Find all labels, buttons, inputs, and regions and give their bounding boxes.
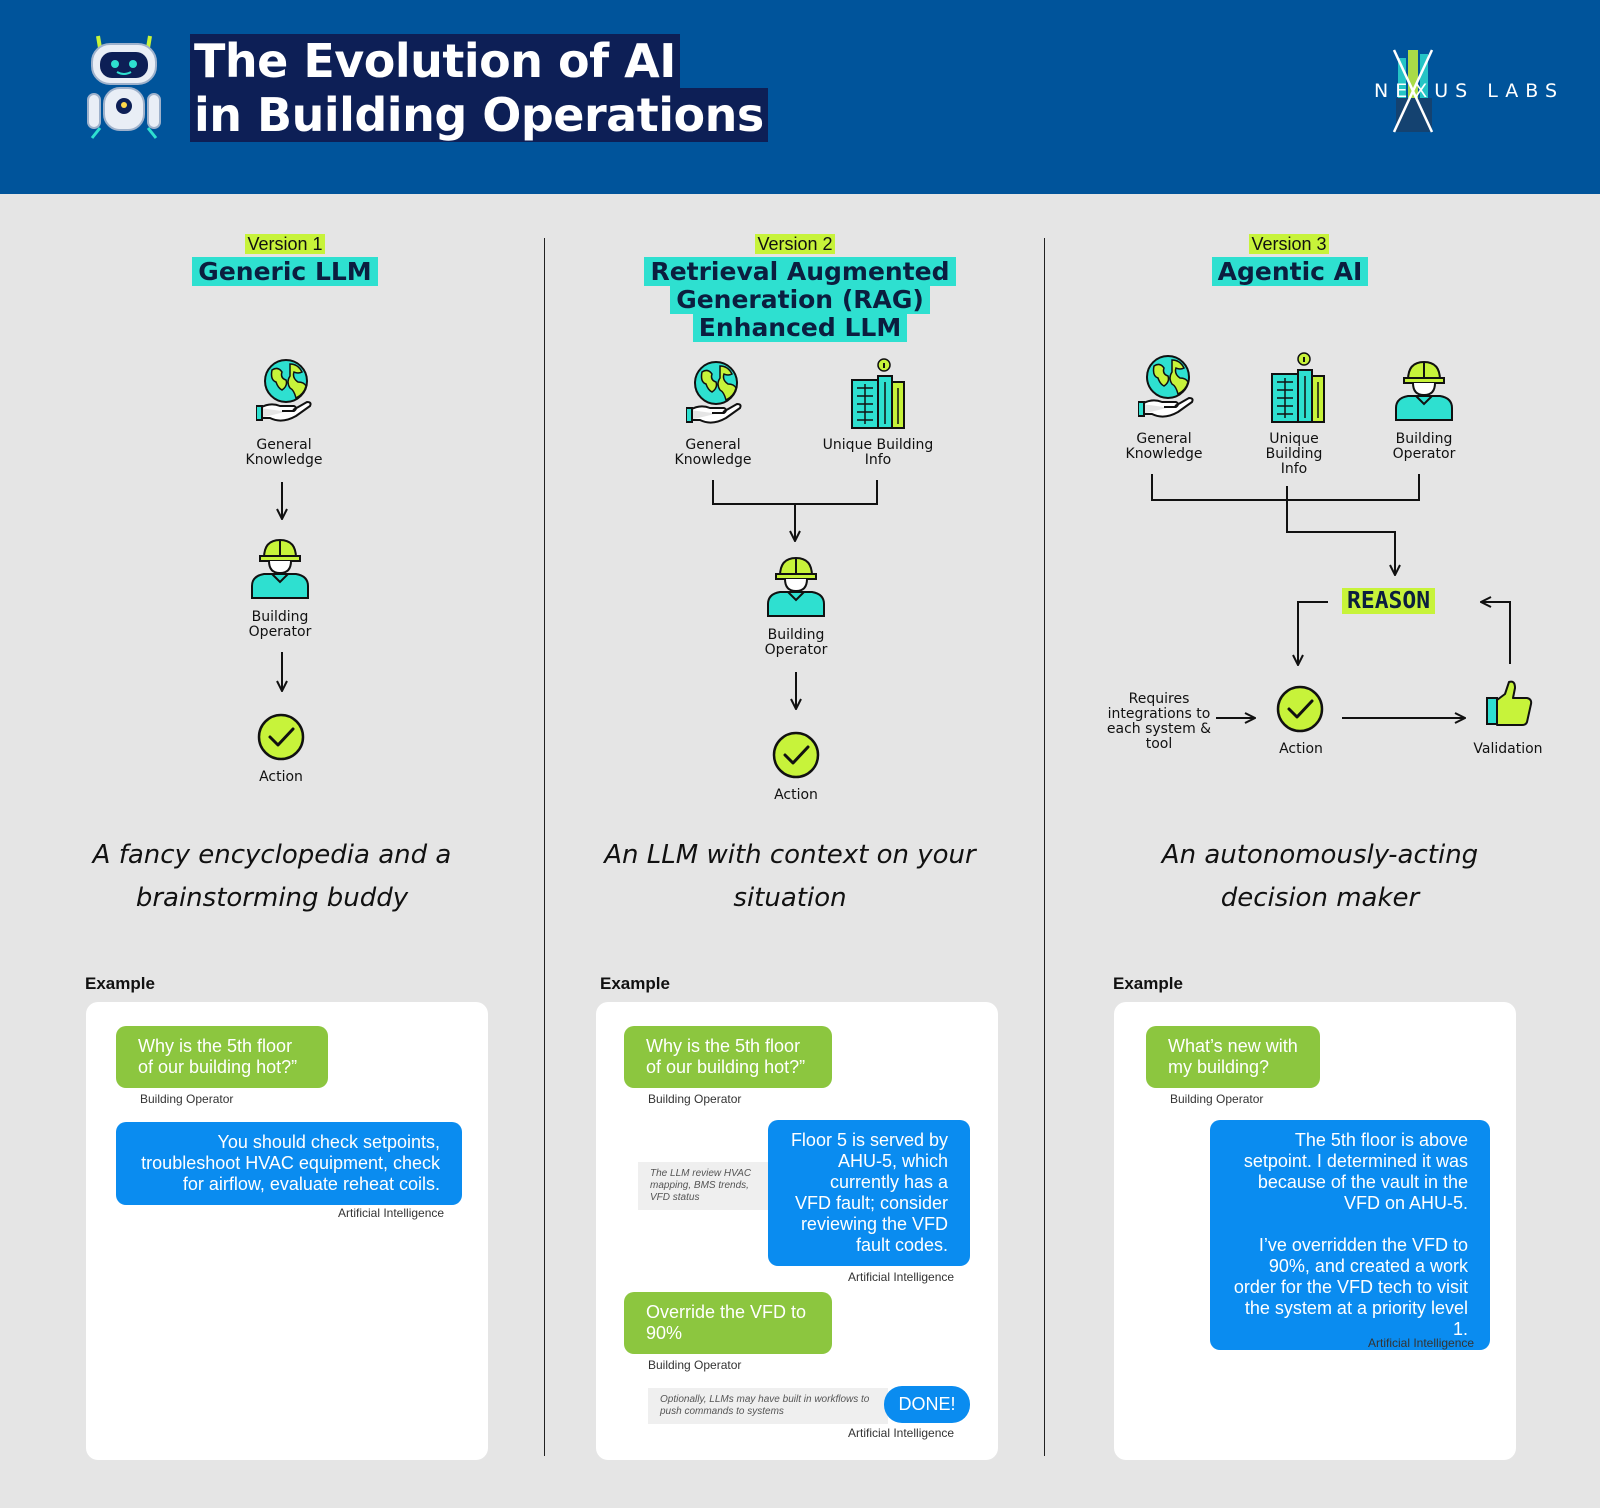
column-tagline: A fancy encyclopedia and a brainstorming… bbox=[92, 840, 452, 913]
building-info-icon bbox=[1268, 352, 1328, 424]
ai-message: DONE! bbox=[884, 1386, 970, 1423]
column-title: Retrieval Augmented Generation (RAG) Enh… bbox=[600, 257, 1000, 342]
example-label: Example bbox=[600, 974, 670, 993]
column-tagline: An LLM with context on your situation bbox=[604, 840, 976, 913]
header-banner: The Evolution of AI in Building Operatio… bbox=[0, 0, 1600, 194]
ai-message: The 5th floor is above setpoint. I deter… bbox=[1210, 1120, 1490, 1350]
globe-hand-icon bbox=[256, 356, 316, 426]
column-divider bbox=[1044, 238, 1045, 1456]
logo-text: NEXUS LABS bbox=[1374, 80, 1565, 102]
operator-message: Why is the 5th floor of our building hot… bbox=[116, 1026, 328, 1088]
building-operator-icon bbox=[766, 552, 826, 618]
example-label: Example bbox=[85, 974, 155, 993]
version-label: Version 1 bbox=[245, 234, 325, 254]
sender-label: Building Operator bbox=[1170, 1092, 1264, 1106]
node-label-general-knowledge: General Knowledge bbox=[1125, 431, 1203, 462]
node-label-building-operator: Building Operator bbox=[1392, 431, 1456, 462]
example-label: Example bbox=[1113, 974, 1183, 993]
building-operator-icon bbox=[1394, 356, 1454, 422]
process-note: The LLM review HVAC mapping, BMS trends,… bbox=[638, 1162, 778, 1210]
robot-icon bbox=[87, 35, 161, 139]
node-label-building-operator: Building Operator bbox=[248, 609, 312, 640]
node-label-general-knowledge: General Knowledge bbox=[674, 437, 752, 468]
reason-label: REASON bbox=[1342, 588, 1436, 614]
check-circle-icon bbox=[771, 730, 821, 780]
version-label: Version 3 bbox=[1249, 234, 1329, 254]
globe-hand-icon bbox=[686, 358, 746, 428]
example-chat-card: Why is the 5th floor of our building hot… bbox=[86, 1002, 488, 1460]
title-line-1: The Evolution of AI bbox=[190, 34, 680, 88]
integrations-note: Requires integrations to each system & t… bbox=[1106, 691, 1212, 752]
building-info-icon bbox=[848, 358, 908, 430]
sender-label: Artificial Intelligence bbox=[338, 1206, 445, 1220]
node-label-unique-building-info: Unique Building Info bbox=[1265, 431, 1323, 477]
ai-message-paragraph: I’ve overridden the VFD to 90%, and crea… bbox=[1233, 1235, 1468, 1339]
column-title: Generic LLM bbox=[160, 257, 410, 286]
operator-message: Why is the 5th floor of our building hot… bbox=[624, 1026, 832, 1088]
ai-message: Floor 5 is served by AHU-5, which curren… bbox=[768, 1120, 970, 1266]
check-circle-icon bbox=[1275, 684, 1325, 734]
example-chat-card: Why is the 5th floor of our building hot… bbox=[596, 1002, 998, 1460]
node-label-action: Action bbox=[259, 769, 303, 785]
globe-hand-icon bbox=[1138, 352, 1198, 422]
node-label-action: Action bbox=[774, 787, 818, 803]
node-label-action: Action bbox=[1279, 741, 1323, 757]
sender-label: Building Operator bbox=[140, 1092, 234, 1106]
node-label-general-knowledge: General Knowledge bbox=[245, 437, 323, 468]
check-circle-icon bbox=[256, 712, 306, 762]
operator-message: Override the VFD to 90% bbox=[624, 1292, 832, 1354]
column-title: Agentic AI bbox=[1180, 257, 1400, 286]
node-label-validation: Validation bbox=[1473, 741, 1543, 757]
thumbs-up-icon bbox=[1484, 678, 1534, 728]
column-tagline: An autonomously-acting decision maker bbox=[1161, 840, 1479, 913]
example-chat-card: What’s new with my building? Building Op… bbox=[1114, 1002, 1516, 1460]
sender-label: Artificial Intelligence bbox=[848, 1426, 955, 1440]
sender-label: Artificial Intelligence bbox=[848, 1270, 955, 1284]
node-label-unique-building-info: Unique Building Info bbox=[822, 437, 934, 468]
column-divider bbox=[544, 238, 545, 1456]
process-note: Optionally, LLMs may have built in workf… bbox=[648, 1388, 888, 1424]
sender-label: Building Operator bbox=[648, 1092, 742, 1106]
ai-message: You should check setpoints, troubleshoot… bbox=[116, 1122, 462, 1205]
sender-label: Artificial Intelligence bbox=[1368, 1336, 1475, 1350]
node-label-building-operator: Building Operator bbox=[764, 627, 828, 658]
title-line-2: in Building Operations bbox=[190, 88, 768, 142]
version-label: Version 2 bbox=[755, 234, 835, 254]
building-operator-icon bbox=[250, 534, 310, 600]
page-title: The Evolution of AI in Building Operatio… bbox=[190, 34, 768, 142]
operator-message: What’s new with my building? bbox=[1146, 1026, 1320, 1088]
sender-label: Building Operator bbox=[648, 1358, 742, 1372]
nexus-labs-logo bbox=[1392, 49, 1434, 133]
ai-message-paragraph: The 5th floor is above setpoint. I deter… bbox=[1243, 1130, 1468, 1213]
